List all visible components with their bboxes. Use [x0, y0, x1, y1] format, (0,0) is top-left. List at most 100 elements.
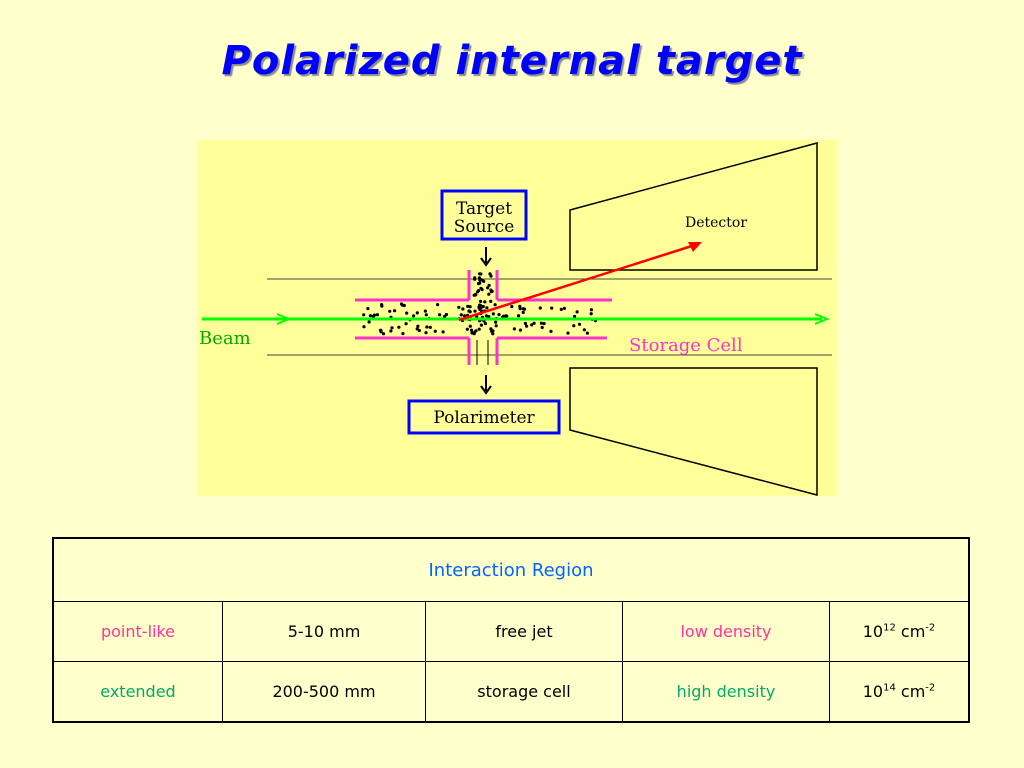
gas-dot — [589, 312, 593, 316]
source-arrow-head-icon — [480, 257, 492, 267]
gas-dot — [525, 324, 529, 328]
gas-dot — [494, 324, 498, 328]
storage-cell-label: Storage Cell — [629, 335, 743, 356]
gas-dot — [585, 331, 589, 335]
gas-dot — [573, 314, 577, 319]
polarimeter-arrow-head-icon — [480, 385, 492, 395]
density-value-base: 10 — [862, 681, 884, 701]
gas-dot — [441, 330, 445, 334]
gas-dot — [468, 324, 472, 328]
gas-dot — [405, 311, 409, 315]
target-diagram-svg: Target Source Beam Detector — [199, 142, 832, 496]
target-source-label-line1: Target — [456, 199, 512, 219]
target-source-label-line2: Source — [454, 217, 515, 237]
gas-dot — [479, 306, 483, 310]
polarimeter-box — [407, 399, 561, 435]
gas-dot — [577, 322, 582, 326]
gas-dot — [572, 324, 576, 328]
gas-dot — [487, 283, 491, 287]
gas-dot — [466, 304, 470, 308]
gas-dot — [493, 303, 497, 307]
target-source-box — [440, 189, 528, 241]
gas-dot — [416, 324, 420, 328]
target-diagram: Target Source Beam Detector — [197, 140, 837, 496]
gas-dot — [582, 328, 586, 332]
gas-dot — [491, 312, 495, 316]
region-size-cell: 200-500 mm — [222, 660, 426, 723]
gas-dot — [484, 314, 489, 318]
gas-dot — [491, 329, 495, 333]
gas-dot — [478, 303, 482, 307]
detector-label: Detector — [685, 215, 747, 231]
gas-dot — [375, 313, 379, 317]
gas-dot — [443, 314, 447, 319]
gas-dot — [477, 327, 481, 331]
table-header: Interaction Region — [52, 537, 970, 602]
interaction-region-table: Interaction Region point-like 5-10 mm fr… — [52, 537, 970, 723]
gas-dot — [473, 330, 477, 334]
gas-dot — [532, 321, 536, 325]
gas-dot — [366, 307, 370, 311]
gas-dot — [518, 328, 523, 332]
slide-title: Polarized internal target — [221, 38, 803, 84]
density-value-exponent: 14 — [883, 682, 896, 694]
density-unit-base: cm — [900, 681, 926, 701]
target-gas-dots — [362, 272, 598, 336]
density-unit-exponent: -2 — [925, 682, 936, 694]
scatter-track — [458, 243, 696, 322]
gas-dot — [482, 279, 486, 283]
gas-dot — [479, 323, 483, 327]
gas-dot — [362, 325, 366, 329]
gas-dot — [473, 277, 477, 281]
gas-dot — [549, 329, 553, 333]
gas-dot — [399, 302, 404, 306]
beam-label: Beam — [199, 328, 251, 349]
gas-dot — [389, 329, 393, 333]
gas-dot — [575, 310, 579, 314]
gas-dot — [538, 306, 542, 310]
beam-arrow-head-icon — [814, 313, 830, 325]
detector-lower-shape — [569, 367, 818, 496]
gas-dot — [504, 314, 508, 318]
storage-cell-walls — [355, 270, 612, 365]
gas-dot — [522, 307, 527, 311]
gas-dot — [480, 288, 484, 292]
region-size-cell: 5-10 mm — [222, 601, 426, 662]
gas-dot — [425, 325, 429, 329]
region-method-cell: storage cell — [425, 660, 623, 723]
gas-dot — [468, 305, 472, 309]
region-method-cell: free jet — [425, 601, 623, 662]
interaction-table: Interaction Region point-like 5-10 mm fr… — [52, 537, 970, 723]
gas-dot — [512, 327, 516, 331]
gas-dot — [562, 306, 566, 310]
gas-dot — [483, 300, 487, 304]
gas-dot — [486, 286, 490, 290]
gas-dot — [397, 325, 401, 329]
gas-dot — [488, 272, 492, 276]
gas-dot — [367, 320, 371, 324]
gas-dot — [461, 307, 465, 311]
gas-dot — [483, 321, 487, 326]
gas-dot — [477, 276, 481, 280]
gas-dot — [490, 289, 494, 293]
gas-dot — [424, 313, 428, 317]
gas-dot — [589, 308, 593, 312]
gas-dot — [428, 325, 432, 329]
region-density-cell: high density — [622, 660, 830, 723]
gas-dot — [494, 320, 498, 324]
density-value-exponent: 12 — [883, 622, 896, 634]
gas-dot — [559, 307, 563, 311]
gas-dot — [415, 311, 419, 315]
region-type-cell: point-like — [52, 601, 223, 662]
gas-dot — [491, 332, 495, 336]
gas-dot — [423, 309, 427, 313]
gas-dot — [388, 309, 392, 313]
region-density-cell: low density — [622, 601, 830, 662]
gas-dot — [478, 281, 482, 285]
gas-dot — [465, 327, 469, 331]
gas-dot — [517, 314, 521, 318]
gas-dot — [540, 325, 544, 330]
table-row: point-like 5-10 mm free jet low density … — [52, 601, 970, 662]
gas-dot — [487, 292, 491, 296]
gas-dot — [566, 331, 570, 335]
